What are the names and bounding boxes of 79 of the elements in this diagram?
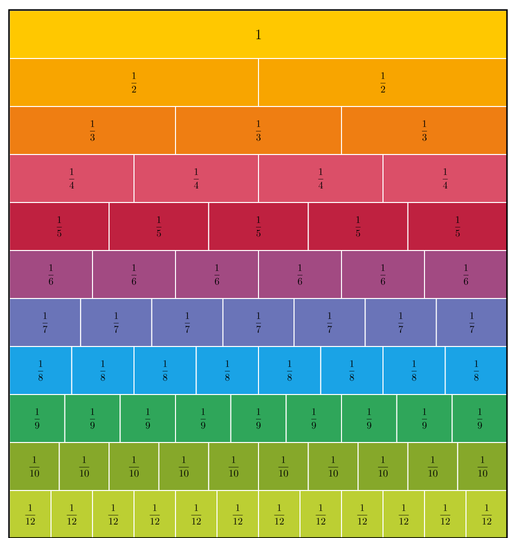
fraction-bar: $\frac{1}{12}$ [341, 490, 384, 538]
fraction-bar: $1$ [9, 10, 508, 59]
fraction-bar: $\frac{1}{12}$ [216, 490, 259, 538]
node-label: $\frac{1}{2}$ [380, 72, 386, 93]
fraction-bar: $\frac{1}{5}$ [308, 202, 408, 251]
fraction-bar: $\frac{1}{5}$ [108, 202, 210, 251]
fraction-bar: $\frac{1}{8}$ [258, 346, 322, 395]
fraction-bar: $\frac{1}{2}$ [9, 58, 259, 107]
fraction-bar: $\frac{1}{12}$ [50, 490, 93, 538]
fraction-bar: $\frac{1}{10}$ [58, 442, 110, 491]
fraction-bar: $\frac{1}{5}$ [407, 202, 508, 251]
fraction-bar: $\frac{1}{4}$ [258, 154, 384, 203]
fraction-bar: $\frac{1}{9}$ [396, 394, 453, 443]
fraction-bar: $\frac{1}{8}$ [444, 346, 508, 395]
fraction-bar: $\frac{1}{6}$ [258, 250, 342, 299]
node-label: $\frac{1}{6}$ [463, 264, 468, 285]
fraction-bar: $\frac{1}{12}$ [382, 490, 425, 538]
fraction-bar: $\frac{1}{7}$ [364, 298, 437, 347]
node-label: $\frac{1}{12}$ [482, 504, 492, 525]
fraction-bar: $\frac{1}{9}$ [64, 394, 121, 443]
node-label: $\frac{1}{12}$ [108, 504, 118, 525]
fraction-bar: $\frac{1}{7}$ [9, 298, 82, 347]
fraction-bar: $\frac{1}{10}$ [158, 442, 210, 491]
fraction-bar: $\frac{1}{12}$ [175, 490, 218, 538]
node-label: $\frac{1}{12}$ [274, 504, 284, 525]
fraction-bar: $\frac{1}{12}$ [9, 490, 52, 538]
fraction-bar: $\frac{1}{12}$ [300, 490, 342, 538]
fraction-bar: $\frac{1}{3}$ [9, 106, 176, 155]
fraction-bar: $\frac{1}{7}$ [80, 298, 152, 347]
node-label: $\frac{1}{3}$ [422, 120, 427, 141]
fraction-bar: $\frac{1}{8}$ [196, 346, 259, 395]
fraction-bar: $\frac{1}{3}$ [341, 106, 508, 155]
fraction-bar: $\frac{1}{9}$ [341, 394, 398, 443]
fraction-bar: $\frac{1}{10}$ [407, 442, 458, 491]
fraction-bar: $\frac{1}{12}$ [258, 490, 300, 538]
fraction-bar: $\frac{1}{9}$ [286, 394, 342, 443]
fraction-bar: $\frac{1}{9}$ [9, 394, 66, 443]
node-label: $\frac{1}{12}$ [398, 504, 409, 525]
fraction-bar: $\frac{1}{5}$ [9, 202, 110, 251]
fraction-bar: $\frac{1}{4}$ [382, 154, 508, 203]
fraction-bar: $\frac{1}{6}$ [341, 250, 425, 299]
fraction-bar: $\frac{1}{10}$ [457, 442, 508, 491]
fraction-bar: $\frac{1}{3}$ [175, 106, 342, 155]
node-label: $\frac{1}{12}$ [25, 504, 36, 525]
fraction-bar: $\frac{1}{12}$ [424, 490, 466, 538]
fraction-bar: $\frac{1}{7}$ [222, 298, 295, 347]
node-label: $\frac{1}{4}$ [442, 168, 448, 189]
fraction-bar: $\frac{1}{7}$ [436, 298, 508, 347]
node-label: $\frac{1}{12}$ [357, 504, 368, 525]
fraction-bar: $\frac{1}{10}$ [358, 442, 408, 491]
fraction-bar: $\frac{1}{12}$ [92, 490, 134, 538]
fraction-bar: $\frac{1}{10}$ [108, 442, 160, 491]
fraction-bar: $\frac{1}{7}$ [294, 298, 366, 347]
node-label: $\frac{1}{12}$ [150, 504, 160, 525]
fraction-bar: $\frac{1}{12}$ [134, 490, 176, 538]
fraction-bar: $\frac{1}{10}$ [308, 442, 359, 491]
fraction-bar: $\frac{1}{9}$ [230, 394, 287, 443]
fraction-bar: $\frac{1}{4}$ [9, 154, 134, 203]
fraction-bar: $\frac{1}{2}$ [258, 58, 508, 107]
fraction-bar: $\frac{1}{8}$ [9, 346, 72, 395]
fraction-bar: $\frac{1}{9}$ [452, 394, 508, 443]
fraction-bar: $\frac{1}{8}$ [382, 346, 446, 395]
fraction-bar: $\frac{1}{10}$ [258, 442, 309, 491]
fraction-bar: $\frac{1}{6}$ [175, 250, 259, 299]
fraction-bar: $\frac{1}{6}$ [424, 250, 508, 299]
fraction-bar: $\frac{1}{7}$ [151, 298, 224, 347]
fraction-bar: $\frac{1}{8}$ [134, 346, 197, 395]
fraction-bar: $\frac{1}{6}$ [9, 250, 93, 299]
fraction-bar: $\frac{1}{12}$ [466, 490, 508, 538]
fraction-bar: $\frac{1}{9}$ [175, 394, 232, 443]
fraction-bar: $\frac{1}{10}$ [208, 442, 259, 491]
fraction-bar: $\frac{1}{10}$ [9, 442, 60, 491]
fraction-bar: $\frac{1}{4}$ [134, 154, 259, 203]
fraction-bar: $\frac{1}{9}$ [120, 394, 176, 443]
node-label: $\frac{1}{12}$ [232, 504, 243, 525]
fraction-bar: $\frac{1}{6}$ [92, 250, 176, 299]
fraction-bar: $\frac{1}{8}$ [320, 346, 384, 395]
fraction-bar: $\frac{1}{5}$ [208, 202, 309, 251]
fraction-bar: $\frac{1}{8}$ [71, 346, 134, 395]
